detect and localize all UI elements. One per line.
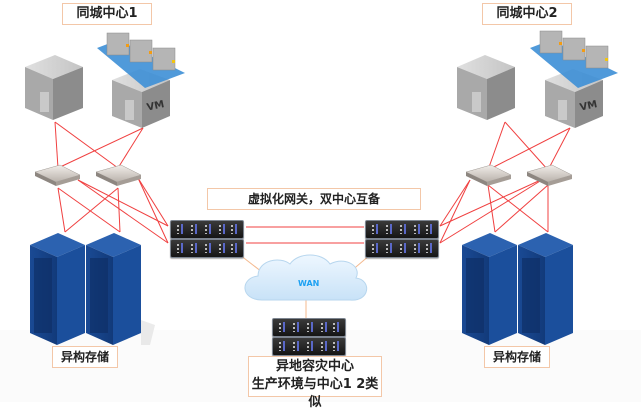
storage-rack-right xyxy=(462,233,573,345)
label-city-center-2: 同城中心2 xyxy=(482,3,572,25)
storage-rack-left xyxy=(30,233,155,345)
switch-left-1 xyxy=(34,164,81,186)
label-storage-right: 异构存储 xyxy=(484,346,550,368)
physical-server-right xyxy=(457,55,515,120)
gateway-server-left-2 xyxy=(170,239,244,258)
vm-label-left: VM xyxy=(146,99,166,113)
links-left xyxy=(54,121,364,244)
links-right xyxy=(439,121,571,244)
vm-host-right: VM xyxy=(530,30,618,128)
gateway-server-right-2 xyxy=(365,239,439,258)
label-virtual-gateway: 虚拟化网关，双中心互备 xyxy=(207,188,421,210)
label-city-center-1: 同城中心1 xyxy=(62,3,152,25)
switch-right-1 xyxy=(465,164,512,186)
switch-left-2 xyxy=(95,164,142,186)
label-storage-left: 异构存储 xyxy=(52,346,118,368)
remote-dr-title: 异地容灾中心 xyxy=(275,359,354,374)
wan-cloud: WAN xyxy=(244,254,367,301)
dr-architecture-diagram: WAN VM xyxy=(25,3,618,410)
gateway-server-left-1 xyxy=(170,220,244,239)
switch-right-2 xyxy=(526,164,573,186)
remote-dr-subtitle: 生产环境与中心1 2类似 xyxy=(251,377,379,410)
wan-label: WAN xyxy=(298,279,319,288)
vm-label-right: VM xyxy=(579,99,599,113)
remote-server-1 xyxy=(272,318,346,337)
label-remote-dr-center: 异地容灾中心 生产环境与中心1 2类似 xyxy=(248,356,382,410)
gateway-server-right-1 xyxy=(365,220,439,239)
physical-server-left xyxy=(25,55,83,120)
remote-server-2 xyxy=(272,337,346,356)
vm-host-left: VM xyxy=(97,32,185,128)
